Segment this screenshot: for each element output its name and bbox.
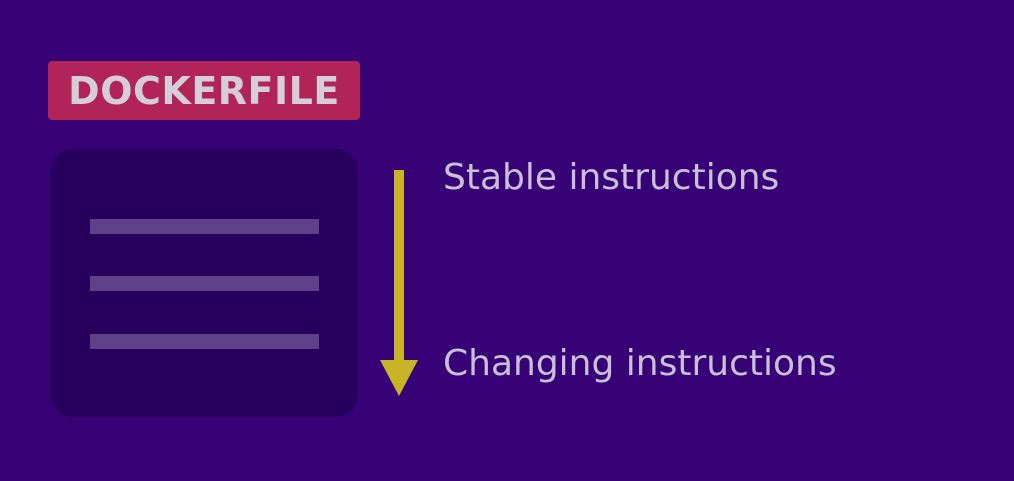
dockerfile-document-icon [51,149,358,417]
down-arrow-icon [380,170,418,396]
stable-instructions-label: Stable instructions [443,157,780,198]
dockerfile-badge-label: DOCKERFILE [68,68,340,113]
arrow-head [380,360,418,396]
document-line [90,219,319,234]
changing-instructions-label: Changing instructions [443,343,837,384]
document-line [90,334,319,349]
dockerfile-badge: DOCKERFILE [48,61,360,120]
document-line [90,276,319,291]
arrow-shaft [394,170,404,362]
